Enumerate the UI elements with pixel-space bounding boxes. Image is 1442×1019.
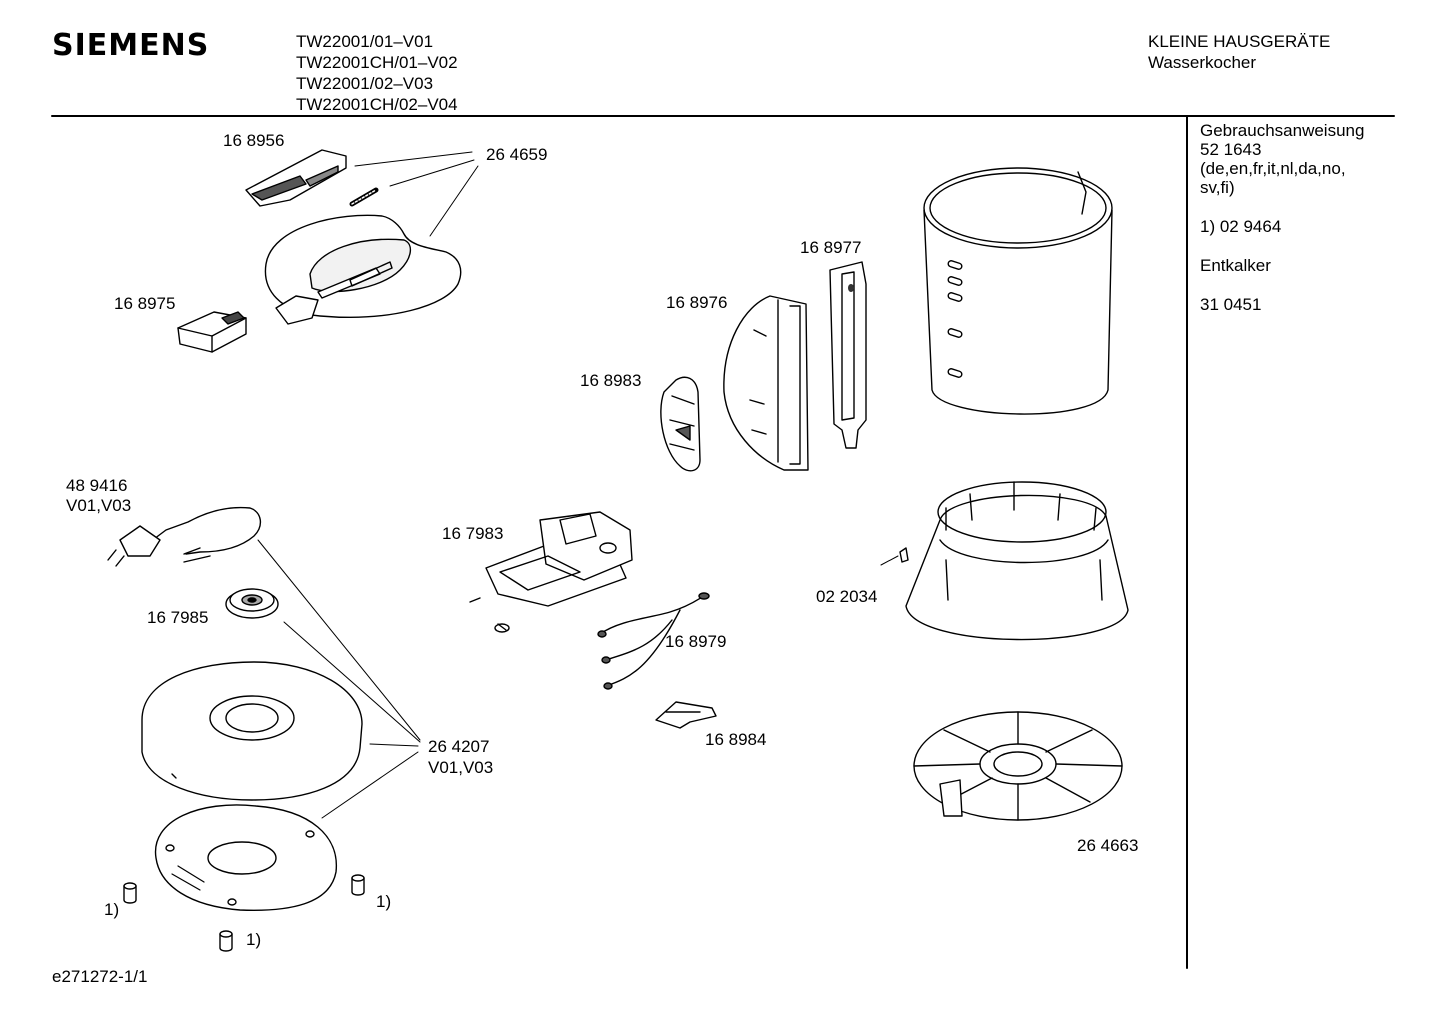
- part-bottom-cover: [154, 804, 337, 911]
- descaler-number: 31 0451: [1200, 295, 1262, 314]
- category-block: KLEINE HAUSGERÄTE Wasserkocher: [1148, 31, 1330, 73]
- manual-label: Gebrauchsanweisung: [1200, 121, 1365, 140]
- part-label: 02 2034: [816, 587, 878, 606]
- manual-number: 52 1643: [1200, 140, 1262, 159]
- model-number: TW22001/01–V01: [296, 32, 434, 51]
- part-label: 16 8979: [665, 632, 727, 651]
- part-variant-label: V01,V03: [66, 496, 132, 515]
- part-label: 16 8976: [666, 293, 728, 312]
- part-label: 16 7983: [442, 524, 504, 543]
- category: KLEINE HAUSGERÄTE: [1148, 32, 1331, 51]
- drawing-id: e271272-1/1: [52, 967, 148, 986]
- part-base-ring: [905, 481, 1129, 641]
- part-lid: [264, 214, 462, 325]
- model-list: TW22001/01–V01 TW22001CH/01–V02 TW22001/…: [296, 31, 458, 115]
- part-control-unit: [469, 511, 633, 633]
- manual-languages: (de,en,fr,it,nl,da,no,: [1200, 159, 1346, 178]
- part-label: 26 4659: [486, 145, 548, 164]
- model-number: TW22001/02–V03: [296, 74, 434, 93]
- descaler-label: Entkalker: [1200, 256, 1271, 275]
- part-spring: [349, 187, 379, 207]
- part-handle: [723, 295, 809, 471]
- part-label: 48 9416: [66, 476, 128, 495]
- footnote-ref: 1): [104, 900, 120, 919]
- part-water-gauge: [829, 261, 867, 449]
- part-bottom-plate: [913, 711, 1123, 821]
- part-cord-holder: [655, 701, 717, 729]
- footnote-ref: 1): [246, 930, 262, 949]
- part-handle-insert: [660, 376, 701, 472]
- part-label: 16 8977: [800, 238, 862, 257]
- part-label: 16 8984: [705, 730, 767, 749]
- part-power-cord: [107, 506, 261, 567]
- model-number: TW22001CH/01–V02: [296, 53, 458, 72]
- footnote-ref: 1): [376, 892, 392, 911]
- part-label: 16 8983: [580, 371, 642, 390]
- manual-languages: sv,fi): [1200, 178, 1235, 197]
- part-variant-label: V01,V03: [428, 758, 494, 777]
- part-label: 16 7985: [147, 608, 209, 627]
- part-button-block: [177, 311, 247, 353]
- part-label: 26 4207: [428, 737, 490, 756]
- footnote-item: 1) 02 9464: [1200, 217, 1282, 236]
- part-label: 26 4663: [1077, 836, 1139, 855]
- brand-logo: SIEMENS: [52, 28, 210, 63]
- part-feet: [123, 874, 365, 952]
- sidebar-info: Gebrauchsanweisung 52 1643 (de,en,fr,it,…: [1200, 121, 1364, 314]
- part-wiring: [597, 592, 710, 690]
- part-label: 16 8956: [223, 131, 285, 150]
- part-knob: [225, 588, 279, 619]
- leader-lines: [257, 151, 899, 819]
- part-switch-cover: [245, 149, 347, 207]
- part-clip: [899, 547, 909, 563]
- subcategory: Wasserkocher: [1148, 53, 1257, 72]
- part-base-shell: [141, 661, 363, 801]
- part-jug-body: [923, 167, 1113, 415]
- model-number: TW22001CH/02–V04: [296, 95, 458, 114]
- part-label: 16 8975: [114, 294, 176, 313]
